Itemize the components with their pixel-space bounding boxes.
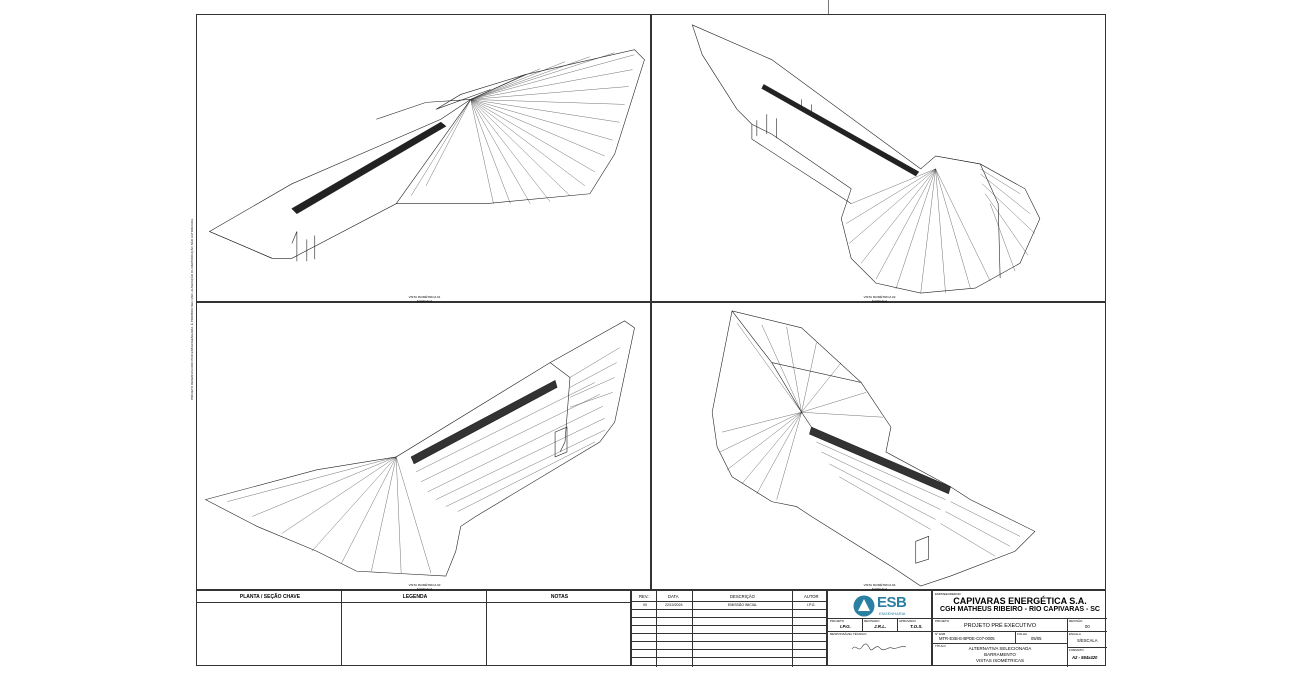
formato-label: FORMATO [1069,648,1084,652]
view-scale: S/ ESCALA [871,298,888,303]
logo-signature-box: ESB ENGENHARIA PROJETO I.P.G. REVISADO J… [827,590,933,666]
view-title: VISTA ISOMÉTRICA 03 [408,583,441,587]
view-scale: S/ ESCALA [416,586,433,591]
doc-label: Nº ESB [935,632,946,636]
escala-label: ESCALA [1069,632,1081,636]
titulo-line-1: ALTERNATIVA SELECIONADA [968,646,1032,651]
revisado-label: REVISADO [864,619,880,623]
company-name: CAPIVARAS ENERGÉTICA S.A. [953,596,1087,606]
view-scale: S/ ESCALA [416,298,433,303]
isometric-drawing-3 [204,320,635,577]
project-site: CGH MATHEUS RIBEIRO - RIO CAPIVARAS - SC [940,606,1100,613]
divider [828,618,933,619]
esb-logo: ESB ENGENHARIA [853,594,923,620]
side-disclaimer: PROJETO DESENVOLVIDO POR ESB ENGENHARIA.… [190,200,194,400]
legenda-box: LEGENDA [341,590,488,666]
title-block: EMPREENDEDOR CAPIVARAS ENERGÉTICA S.A. C… [932,590,1107,667]
row-line [632,649,828,650]
projeto-type-label: PROJETO [935,619,950,623]
row-line [632,633,828,634]
view-title: VISTA ISOMÉTRICA 02 [863,295,896,299]
row-line [632,641,828,642]
aprovado-label: APROVADO [899,619,916,623]
isometric-drawing-2 [691,24,1041,294]
formato-value: A2 - 594x420 [1072,655,1098,660]
view-caption-1: VISTA ISOMÉTRICA 01 S/ ESCALA [402,295,447,303]
divider [828,631,933,632]
data-header: DATA [668,594,679,599]
isometric-drawing-1 [208,49,645,262]
logo-text: ESB [877,594,907,611]
descricao-header: DESCRIÇÃO [730,594,755,599]
divider [342,602,488,603]
viewport-isometric-3[interactable]: VISTA ISOMÉTRICA 03 S/ ESCALA [196,302,651,590]
col-divider [692,591,693,667]
projeto-initials: I.P.G. [840,624,851,629]
viewport-isometric-2[interactable]: VISTA ISOMÉTRICA 02 S/ ESCALA [651,14,1106,302]
projeto-type: PROJETO PRÉ EXECUTIVO [963,623,1037,629]
planta-header: PLANTA / SEÇÃO CHAVE [239,594,301,600]
autor-value: I.P.G. [807,603,816,607]
col-divider [1067,618,1068,667]
notas-box: NOTAS [486,590,632,666]
row-line [632,625,828,626]
folha-label: FOLHA [1017,632,1028,636]
viewport-isometric-1[interactable]: VISTA ISOMÉTRICA 01 S/ ESCALA [196,14,651,302]
col-divider [656,591,657,667]
titulo-line-2: BARRAMENTO [984,652,1016,657]
revision-table: REV.: DATA DESCRIÇÃO AUTOR 00 22/10/2024… [631,590,828,667]
view-scale: S/ ESCALA [871,586,888,591]
revisao-value: 00 [1085,624,1090,629]
divider [1067,647,1107,648]
divider [487,602,632,603]
divider [933,643,1067,644]
titulo-label: TÍTULO [935,644,946,648]
view-caption-3: VISTA ISOMÉTRICA 03 S/ ESCALA [402,583,447,591]
folha-value: 05/05 [1031,636,1042,641]
view-title: VISTA ISOMÉTRICA 04 [863,583,896,587]
divider [632,601,828,602]
revisado-initials: J.R.L. [874,624,887,629]
row-line [632,609,828,610]
col-divider [862,618,863,631]
titulo-line-3: VISTAS ISOMÉTRICAS [976,658,1024,663]
projeto-label: PROJETO [830,619,845,623]
col-divider [897,618,898,631]
view-caption-4: VISTA ISOMÉTRICA 04 S/ ESCALA [857,583,902,591]
view-caption-2: VISTA ISOMÉTRICA 02 S/ ESCALA [857,295,902,303]
divider [197,602,343,603]
escala-value: S/ESCALA [1077,638,1098,643]
revisao-label: REVISÃO [1069,619,1083,623]
col-divider [1015,631,1016,643]
row-line [632,617,828,618]
responsavel-label: RESPONSÁVEL TÉCNICO [830,632,867,636]
esb-logo-icon [853,595,875,617]
planta-box: PLANTA / SEÇÃO CHAVE [196,590,343,666]
aprovado-initials: T.O.S. [910,624,923,629]
empreendedor-label: EMPREENDEDOR [935,592,961,596]
view-title: VISTA ISOMÉTRICA 01 [408,295,441,299]
viewport-isometric-4[interactable]: VISTA ISOMÉTRICA 04 S/ ESCALA [651,302,1106,590]
sheet-top-tick [828,0,829,14]
rev-header: REV.: [639,594,650,599]
signature-scribble [851,643,907,651]
autor-header: AUTOR [804,594,819,599]
descricao-value: EMISSÃO INICIAL [728,603,758,607]
legenda-header: LEGENDA [402,594,428,600]
col-divider [792,591,793,667]
side-disclaimer-text: PROJETO DESENVOLVIDO POR ESB ENGENHARIA.… [190,218,194,400]
divider [933,618,1107,619]
doc-number: MTR-ESB-E-BPDE-C07-0005 [939,636,995,641]
notas-header: NOTAS [550,594,569,600]
row-line [632,657,828,658]
data-value: 22/10/2024 [665,603,683,607]
logo-subtext: ENGENHARIA [879,611,906,616]
rev-value: 00 [643,603,647,607]
divider [933,631,1107,632]
isometric-drawing-4 [711,310,1036,587]
